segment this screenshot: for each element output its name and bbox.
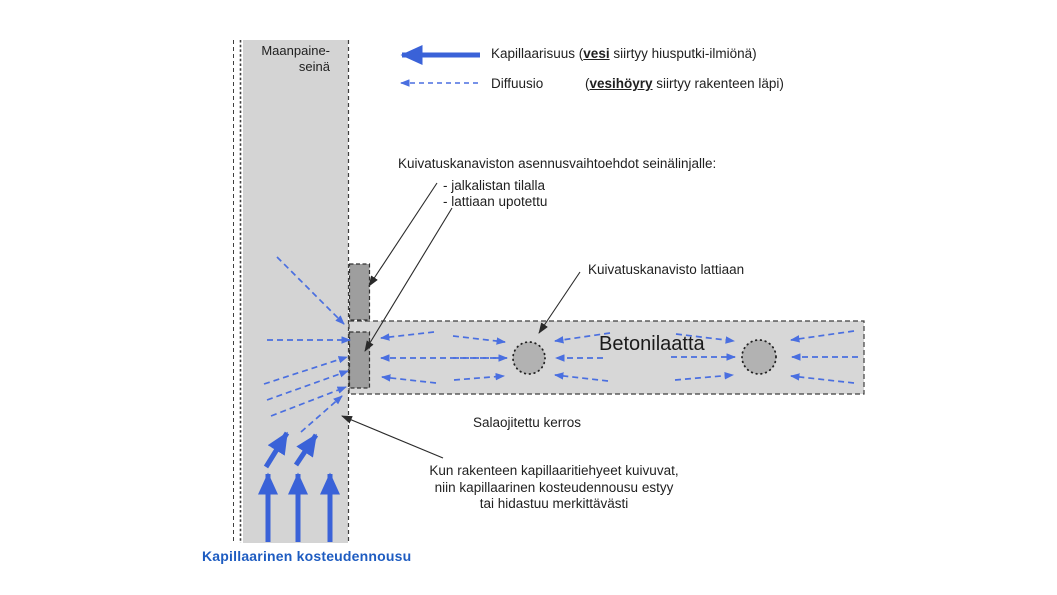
- wall-label-line1: Maanpaine-: [261, 43, 330, 58]
- drain-channel-wall-floor: [348, 331, 371, 389]
- legend-arrows: [400, 45, 480, 87]
- slab-label: Betonilaatta: [599, 333, 705, 355]
- drained-layer-label: Salaojitettu kerros: [473, 415, 582, 430]
- earth-pressure-wall: [243, 40, 348, 543]
- leader-capillary-note: [341, 415, 444, 459]
- channel-option-1: - jalkalistan tilalla: [443, 178, 546, 193]
- concrete-slab: [348, 320, 865, 395]
- wall-label: Maanpaine- seinä: [248, 43, 330, 75]
- capillary-note: Kun rakenteen kapillaaritiehyeet kuivuva…: [429, 463, 679, 511]
- channel-options-title: Kuivatuskanaviston asennusvaihtoehdot se…: [398, 156, 717, 171]
- leader-floor-channel: [538, 271, 581, 334]
- legend-diffusion-label: Diffuusio: [491, 76, 544, 91]
- legend-diffusion-text: (vesihöyry siirtyy rakenteen läpi): [585, 76, 784, 91]
- leader-lines: [341, 182, 581, 459]
- floor-channel-label: Kuivatuskanavisto lattiaan: [588, 262, 745, 277]
- leader-skirting-channel: [368, 182, 438, 287]
- legend-capillarity-emphasis: vesi: [583, 46, 610, 61]
- channel-option-2: - lattiaan upotettu: [443, 194, 548, 209]
- capillary-rise-label: Kapillaarinen kosteudennousu: [202, 548, 412, 564]
- leader-embedded-channel: [364, 207, 453, 352]
- legend-capillarity-text: Kapillaarisuus (vesi siirtyy hiusputki-i…: [491, 46, 757, 61]
- capillary-arrows: [258, 431, 340, 542]
- drain-channel-skirting: [348, 263, 371, 321]
- legend-diffusion-emphasis: vesihöyry: [589, 76, 653, 91]
- drain-channel-floor-2: [741, 339, 777, 375]
- diffusion-arrows-wall: [263, 256, 351, 433]
- diffusion-arrows-slab: [380, 330, 858, 384]
- wall-label-line2: seinä: [298, 59, 330, 74]
- drain-channel-floor-1: [512, 341, 546, 375]
